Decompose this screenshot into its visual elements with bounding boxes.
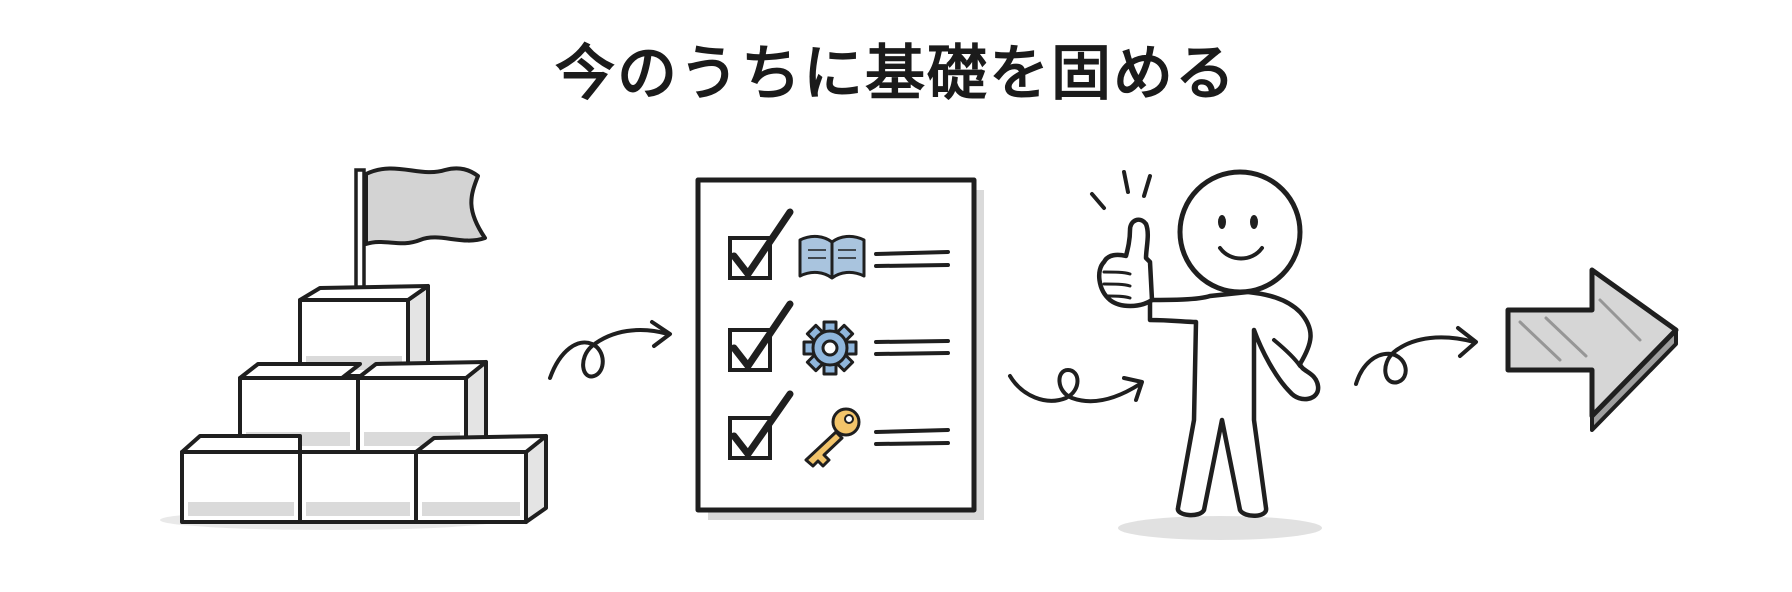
key-icon (804, 407, 861, 468)
forward-arrow-icon (1505, 267, 1679, 432)
checkmark-icon (730, 300, 794, 370)
block-pyramid-with-flag (160, 166, 548, 530)
sparkle-lines-icon (1090, 170, 1152, 210)
loop-arrow-icon (1354, 326, 1478, 386)
checklist-row-1 (728, 208, 950, 280)
block-bottom-middle (298, 450, 418, 524)
thumbs-up-icon (1096, 217, 1155, 309)
book-icon (798, 234, 866, 280)
block-bottom-left (180, 434, 302, 524)
checklist-row-3 (728, 390, 950, 468)
checklist-row-2 (728, 300, 950, 376)
smiley-face-icon (1177, 169, 1303, 295)
loop-arrow-icon (1008, 368, 1144, 404)
checklist (695, 177, 984, 520)
page-title: 今のうちに基礎を固める (555, 39, 1237, 109)
flag-icon (354, 166, 487, 304)
loop-arrow-icon (548, 320, 672, 380)
checkmark-icon (730, 208, 794, 278)
checkmark-icon (730, 390, 794, 458)
gear-icon (802, 320, 858, 376)
thumbs-up-person (1090, 169, 1322, 540)
block-bottom-right (414, 434, 548, 524)
